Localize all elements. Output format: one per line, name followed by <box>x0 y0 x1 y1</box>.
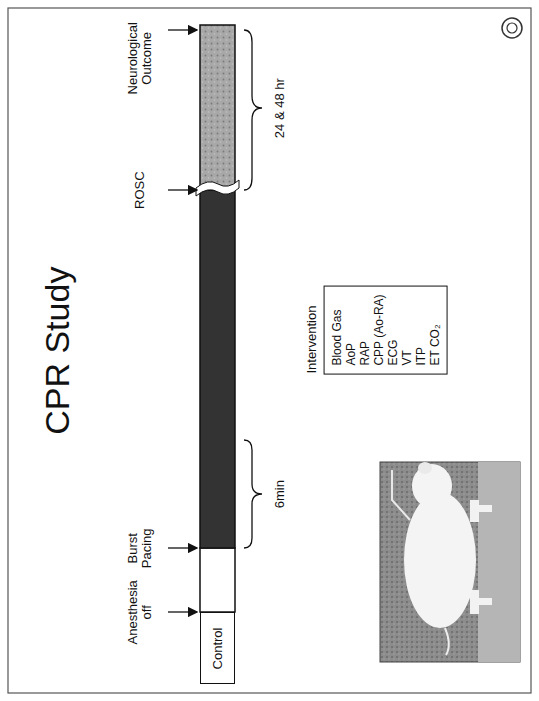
timeline-cpr <box>200 190 235 548</box>
measurement-box: InterventionBlood GasAoPRAPCPP (Ao-RA)EC… <box>323 285 447 374</box>
event-label: Anesthesia off <box>126 576 155 648</box>
slide-frame <box>8 8 531 693</box>
measurement-item: VT <box>399 294 413 365</box>
measurement-item: ET CO₂ <box>427 294 441 365</box>
pointer-arrow <box>168 611 197 612</box>
event-label: Burst Pacing <box>126 518 155 578</box>
pointer-arrow <box>168 29 197 30</box>
timeline-white <box>200 548 235 612</box>
pig-photo <box>380 462 520 662</box>
measurement-item: ITP <box>413 294 427 365</box>
measurement-item: ECG <box>385 294 399 365</box>
measurement-item: RAP <box>357 294 371 365</box>
measurement-item: CPP (Ao-RA) <box>371 294 385 365</box>
box-heading: Intervention <box>303 306 318 374</box>
measurement-item: Blood Gas <box>329 294 343 365</box>
event-label: ROSC <box>133 171 147 209</box>
timeline-segment: Control <box>200 612 235 684</box>
brace <box>244 440 262 548</box>
pointer-arrow <box>168 547 197 548</box>
brace <box>244 30 262 190</box>
timeline-break <box>196 180 239 196</box>
event-label: Neurological Outcome <box>126 15 155 101</box>
pointer-arrow <box>168 189 197 190</box>
measurement-item: AoP <box>343 294 357 365</box>
slide-title: CPR Study <box>39 266 76 434</box>
seal-logo <box>502 18 522 38</box>
duration-label: 6min <box>273 480 287 508</box>
duration-label: 24 & 48 hr <box>273 78 287 138</box>
timeline-recovery <box>200 25 235 190</box>
segment-label: Control <box>210 627 225 669</box>
